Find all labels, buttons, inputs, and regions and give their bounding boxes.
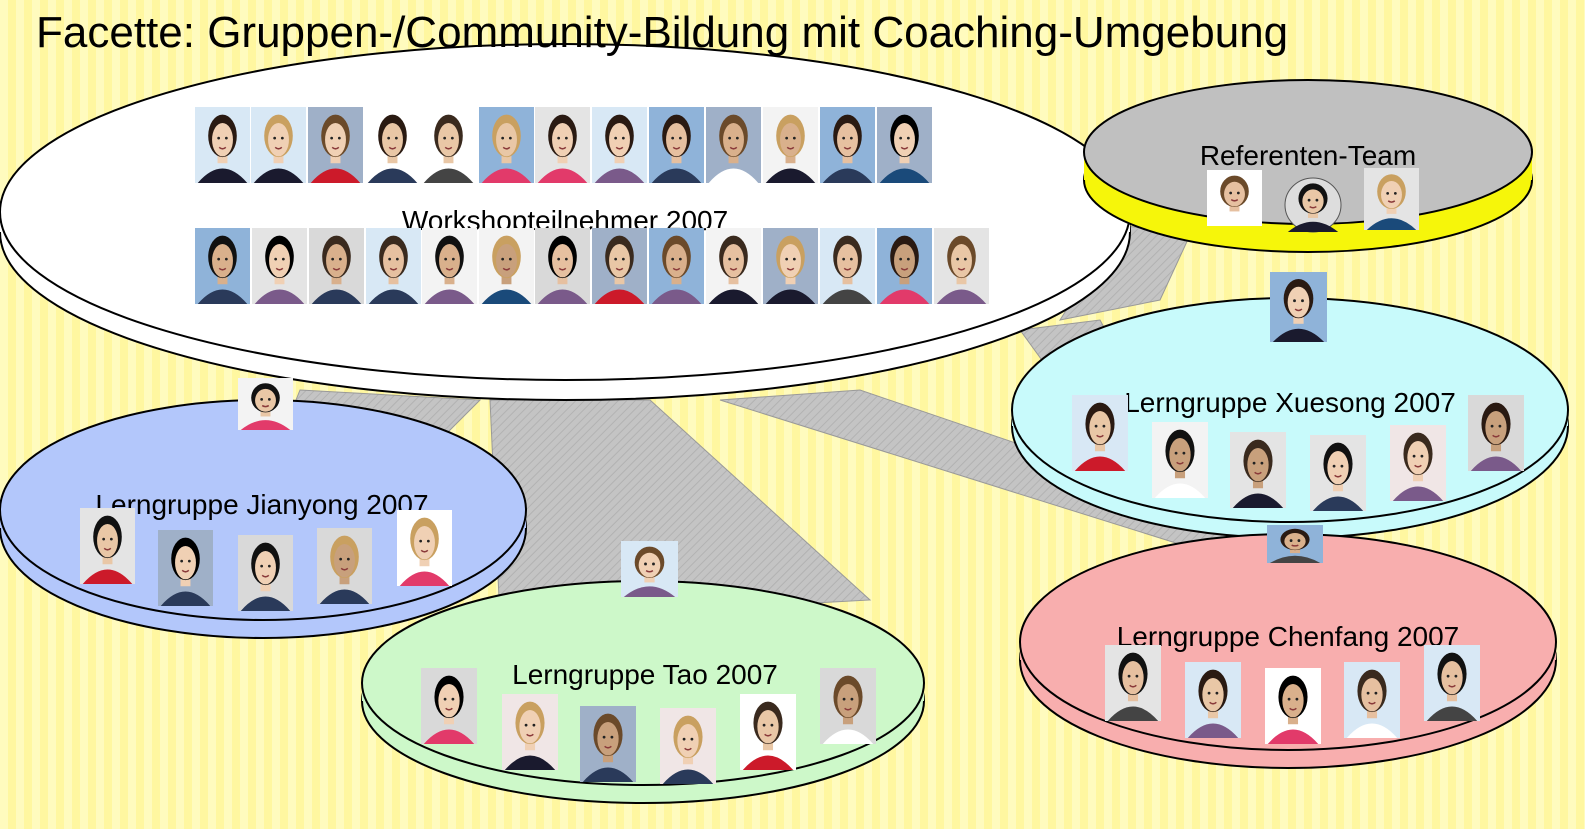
- participant-photo: [479, 107, 534, 183]
- participant-photo: [763, 107, 818, 183]
- member-photo: [397, 510, 452, 586]
- participant-photo: [251, 107, 306, 183]
- member-photo: [1424, 645, 1480, 721]
- participant-photo: [308, 107, 363, 183]
- member-photo: [820, 668, 876, 744]
- coach-photo: [1270, 272, 1327, 342]
- participant-photo: [421, 107, 476, 183]
- group-label-chenfang: Lerngruppe Chenfang 2007: [1117, 621, 1460, 652]
- participant-photo: [820, 107, 875, 183]
- group-label-referenten: Referenten-Team: [1200, 140, 1416, 171]
- member-photo: [1105, 645, 1161, 721]
- participant-photo: [706, 228, 761, 304]
- participant-photo: [195, 228, 250, 304]
- member-photo: [1072, 395, 1128, 471]
- member-photo: [80, 508, 135, 584]
- participant-photo: [365, 107, 420, 183]
- member-photo: [158, 530, 213, 606]
- member-photo: [1390, 425, 1446, 501]
- member-photo: [740, 694, 796, 770]
- participant-photo: [422, 228, 477, 304]
- participant-photo: [820, 228, 875, 304]
- participant-photo: [763, 228, 818, 304]
- member-photo: [502, 694, 558, 770]
- member-photo: [317, 528, 372, 604]
- participant-photo: [252, 228, 307, 304]
- participant-photo: [592, 107, 647, 183]
- group-label-xuesong: Lerngruppe Xuesong 2007: [1124, 387, 1456, 418]
- referent-photo: [1284, 177, 1342, 233]
- member-photo: [1185, 662, 1241, 738]
- participant-photo: [934, 228, 989, 304]
- participant-photo: [706, 107, 761, 183]
- member-photo: [1344, 662, 1400, 738]
- member-photo: [660, 708, 716, 784]
- member-photo: [1468, 395, 1524, 471]
- member-photo: [1152, 422, 1208, 498]
- referent-photo: [1207, 170, 1262, 226]
- participant-photo: [877, 107, 932, 183]
- participant-photo: [535, 228, 590, 304]
- participant-photo: [366, 228, 421, 304]
- referent-photo: [1364, 168, 1419, 230]
- group-label-jianyong: Lerngruppe Jianyong 2007: [95, 489, 428, 520]
- participant-photo: [195, 107, 250, 183]
- member-photo: [1310, 435, 1366, 511]
- coach-photo: [238, 378, 293, 430]
- participant-photo: [592, 228, 647, 304]
- member-photo: [238, 535, 293, 611]
- coach-photo: [621, 541, 678, 597]
- member-photo: [421, 668, 477, 744]
- member-photo: [1265, 668, 1321, 744]
- coach-photo: [1267, 525, 1323, 563]
- group-disk-workshop: Workshopteilnehmer 2007: [0, 43, 1131, 401]
- group-label-tao: Lerngruppe Tao 2007: [512, 659, 778, 690]
- page-title: Facette: Gruppen-/Community-Bildung mit …: [36, 8, 1289, 57]
- member-photo: [1230, 432, 1286, 508]
- participant-photo: [649, 107, 704, 183]
- participant-photo: [535, 107, 590, 183]
- participant-photo: [309, 228, 364, 304]
- member-photo: [580, 706, 636, 782]
- participant-photo: [479, 228, 534, 304]
- participant-photo: [649, 228, 704, 304]
- participant-photo: [877, 228, 932, 304]
